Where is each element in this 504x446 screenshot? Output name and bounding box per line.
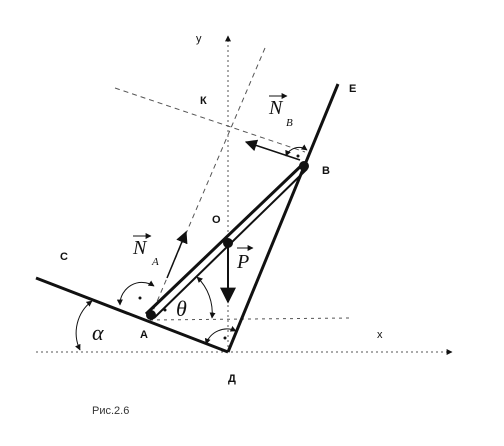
right-angle-dot-D bbox=[223, 336, 227, 340]
right-angle-marker-B bbox=[285, 144, 308, 157]
force-NA-symbol: N bbox=[132, 237, 148, 259]
force-NA-subscript: A bbox=[151, 256, 159, 268]
point-A-label: А bbox=[140, 329, 148, 341]
point-D-label: Д bbox=[228, 373, 236, 385]
point-O-label: О bbox=[212, 214, 221, 226]
force-P-label: P bbox=[236, 245, 254, 273]
force-NB-symbol: N bbox=[268, 97, 284, 119]
inclined-plane-CD bbox=[35, 276, 229, 354]
rod-AB-upper bbox=[144, 162, 305, 316]
right-angle-marker-D bbox=[204, 326, 237, 345]
force-NB-label: N B bbox=[268, 93, 293, 129]
point-C-label: С bbox=[60, 251, 68, 263]
right-angle-dot-B bbox=[296, 154, 300, 158]
point-K-label: К bbox=[200, 95, 207, 107]
angle-theta-arc bbox=[196, 276, 216, 319]
figure-caption: Рис.2.6 bbox=[92, 405, 129, 417]
horizontal-dashed-A bbox=[149, 317, 351, 321]
force-P-symbol: P bbox=[236, 251, 249, 273]
force-NA-arrow bbox=[166, 230, 188, 279]
normal-line-B bbox=[114, 87, 306, 153]
angle-alpha-arc bbox=[74, 300, 93, 351]
force-NB-arrow bbox=[244, 139, 301, 161]
dot-near-A bbox=[163, 308, 167, 312]
force-NA-label: N A bbox=[132, 233, 159, 268]
wall-DE bbox=[226, 83, 340, 353]
point-B bbox=[299, 161, 309, 171]
angle-alpha-label: α bbox=[92, 320, 104, 345]
right-angle-marker-A bbox=[116, 280, 155, 306]
point-E-label: Е bbox=[349, 83, 356, 95]
point-A bbox=[146, 310, 156, 320]
x-axis-label: x bbox=[377, 329, 383, 341]
right-angle-dot-A bbox=[138, 296, 142, 300]
force-NB-subscript: B bbox=[286, 117, 293, 129]
point-B-label: В bbox=[322, 165, 330, 177]
angle-theta-label: θ bbox=[176, 296, 187, 321]
y-axis-label: y bbox=[196, 33, 202, 45]
